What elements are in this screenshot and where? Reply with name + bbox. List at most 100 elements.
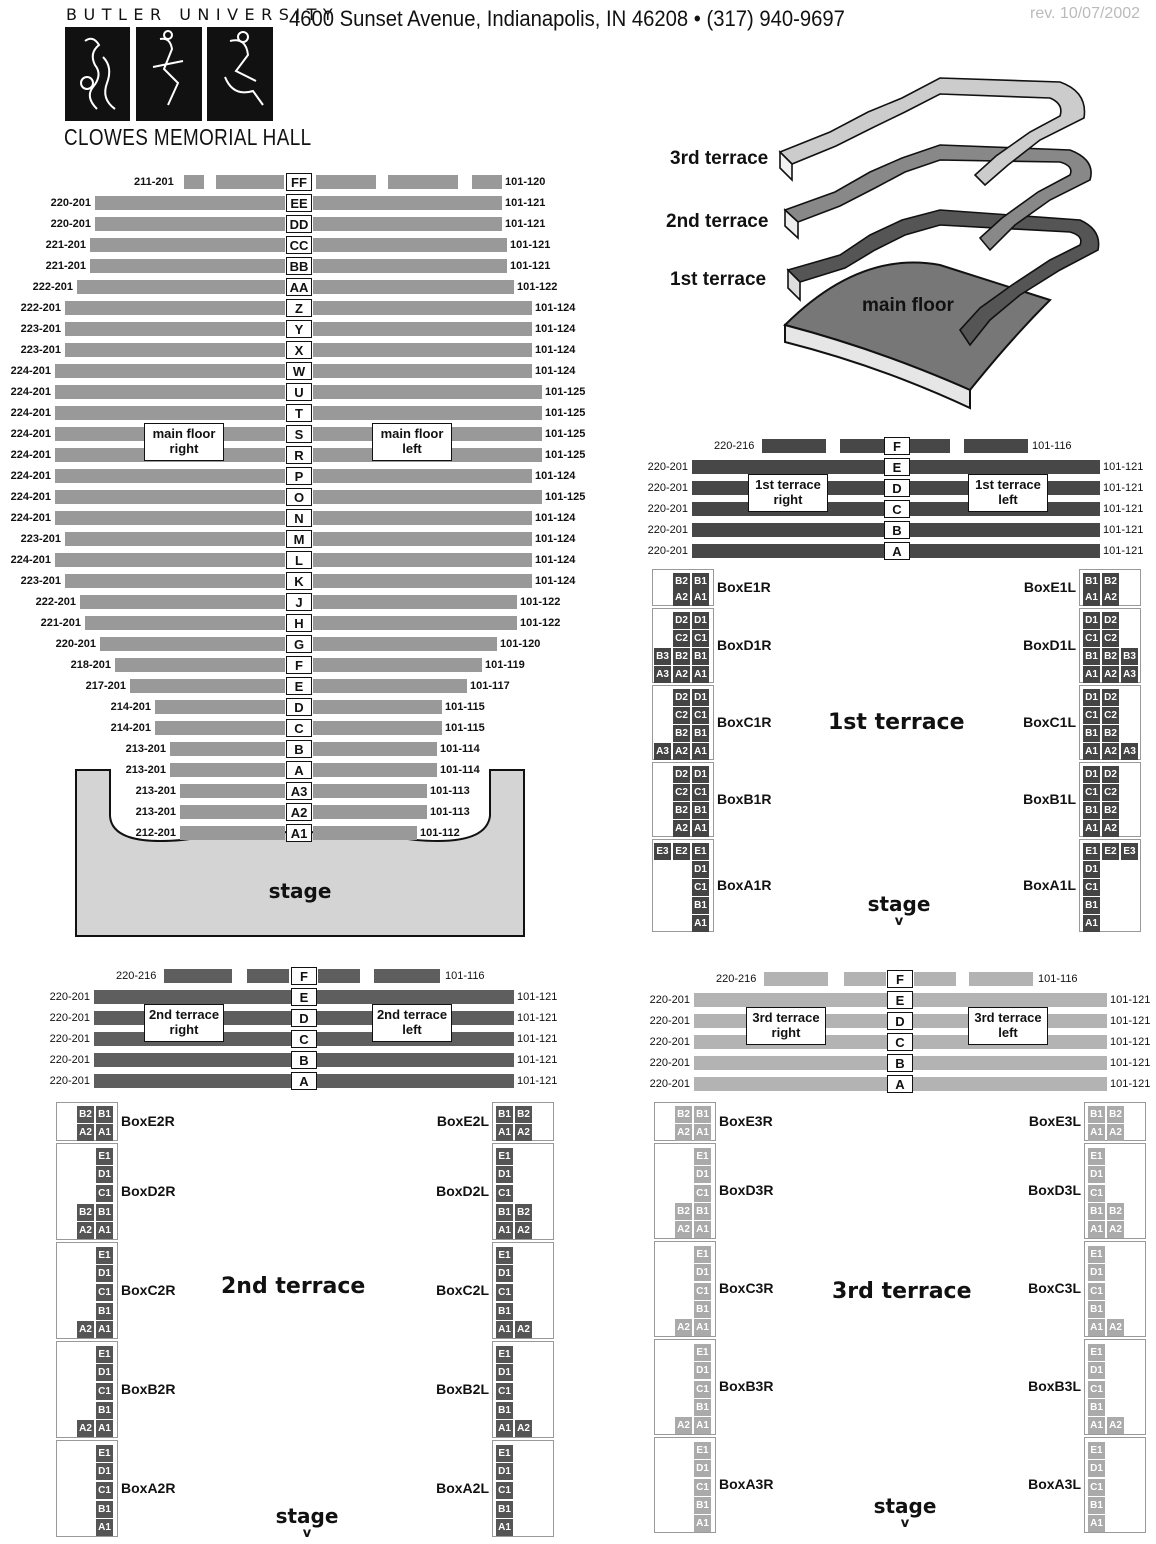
seat-block[interactable] [247,969,289,983]
seat-block-right[interactable] [694,993,887,1007]
seat-block-left[interactable] [313,406,542,420]
box-seat[interactable]: B1 [692,724,709,742]
box-seat[interactable]: D2 [673,766,690,784]
seat-block-left[interactable] [317,990,514,1004]
seat-block-left[interactable] [313,721,442,735]
seat-block-left[interactable] [313,238,507,252]
box-seat[interactable]: D2 [1102,612,1119,630]
box-seat[interactable]: D2 [1102,766,1119,784]
box-seat[interactable]: E1 [1088,1147,1105,1165]
box-seat[interactable]: B3 [654,647,671,665]
seat-block-right[interactable] [55,385,285,399]
box-seat[interactable]: C1 [96,1284,113,1301]
box-seat[interactable]: C2 [673,784,690,802]
box-seat[interactable]: C1 [694,1380,711,1398]
box-seat[interactable]: A1 [1088,1221,1105,1239]
box-seat[interactable]: A1 [692,589,709,607]
seat-block-right[interactable] [170,763,285,777]
box-seat[interactable]: A1 [694,1417,711,1435]
seat-block-left[interactable] [313,679,467,693]
seat-block-left[interactable] [313,574,532,588]
box-seat[interactable]: C1 [692,707,709,725]
box-seat[interactable]: A1 [692,742,709,760]
seat-block-left[interactable] [313,616,517,630]
seat-block-left[interactable] [910,544,1100,558]
seat-block-left[interactable] [910,523,1100,537]
seat-block[interactable] [764,972,828,986]
box-seat[interactable]: B3 [1121,647,1138,665]
seat-block[interactable] [374,969,440,983]
seat-block[interactable] [388,175,458,189]
box-seat[interactable]: E3 [1121,843,1138,861]
box-seat[interactable]: C1 [496,1383,513,1400]
box-seat[interactable]: A1 [96,1222,113,1240]
box-seat[interactable]: B1 [694,1300,711,1318]
box-seat[interactable]: B2 [77,1203,94,1221]
seat-block-right[interactable] [180,805,285,819]
box-seat[interactable]: A1 [496,1123,513,1141]
box-seat[interactable]: D2 [673,612,690,630]
seat-block[interactable] [318,969,360,983]
box-seat[interactable]: D1 [1083,766,1100,784]
seat-block-right[interactable] [155,700,285,714]
seat-block[interactable] [840,439,884,453]
box-seat[interactable]: E1 [1088,1441,1105,1459]
box-seat[interactable]: D1 [1088,1166,1105,1184]
seat-block[interactable] [762,439,826,453]
box-seat[interactable]: B1 [692,896,709,914]
box-seat[interactable]: A3 [1121,665,1138,683]
seat-block-right[interactable] [95,196,285,210]
box-seat[interactable]: A1 [694,1515,711,1533]
box-seat[interactable]: B2 [673,724,690,742]
box-seat[interactable]: E1 [1088,1245,1105,1263]
seat-block-right[interactable] [65,343,285,357]
box-seat[interactable]: C2 [1102,707,1119,725]
box-seat[interactable]: A2 [515,1321,532,1339]
box-seat[interactable]: B1 [694,1202,711,1220]
box-seat[interactable]: A1 [496,1519,513,1537]
seat-block-left[interactable] [317,1074,514,1088]
box-seat[interactable]: C1 [1083,879,1100,896]
box-seat[interactable]: A1 [96,1123,113,1141]
seat-block[interactable] [316,175,376,189]
box-seat[interactable]: B1 [1083,896,1100,914]
box-seat[interactable]: D1 [496,1364,513,1382]
box-seat[interactable]: E1 [96,1246,113,1264]
seat-block-left[interactable] [313,322,532,336]
seat-block-left[interactable] [313,805,427,819]
box-seat[interactable]: A1 [694,1319,711,1337]
box-seat[interactable]: C1 [1083,707,1100,725]
box-seat[interactable]: D1 [496,1166,513,1184]
box-seat[interactable]: B2 [515,1106,532,1124]
box-seat[interactable]: B2 [77,1106,94,1124]
box-seat[interactable]: A2 [1107,1417,1124,1435]
box-seat[interactable]: D1 [1083,612,1100,630]
box-seat[interactable]: C1 [1083,630,1100,648]
box-seat[interactable]: A2 [675,1221,692,1239]
box-seat[interactable]: C1 [96,1185,113,1202]
box-seat[interactable]: D1 [496,1463,513,1481]
seat-block[interactable] [216,175,284,189]
box-seat[interactable]: D1 [1088,1264,1105,1282]
box-seat[interactable]: E1 [694,1441,711,1459]
box-seat[interactable]: A1 [1083,742,1100,760]
box-seat[interactable]: A1 [96,1321,113,1339]
box-seat[interactable]: B1 [496,1203,513,1221]
box-seat[interactable]: A1 [1083,665,1100,683]
seat-block-left[interactable] [313,301,532,315]
box-seat[interactable]: A2 [675,1123,692,1141]
seat-block-right[interactable] [692,544,884,558]
seat-block-right[interactable] [65,532,285,546]
seat-block-right[interactable] [90,259,285,273]
box-seat[interactable]: C1 [694,1478,711,1496]
seat-block-left[interactable] [317,1053,514,1067]
box-seat[interactable]: D1 [96,1364,113,1382]
seat-block-right[interactable] [692,460,884,474]
box-seat[interactable]: D1 [694,1264,711,1282]
box-seat[interactable]: B1 [96,1500,113,1518]
box-seat[interactable]: D1 [1088,1460,1105,1478]
seat-block-right[interactable] [55,490,285,504]
box-seat[interactable]: A2 [673,819,690,837]
box-seat[interactable]: E1 [694,1147,711,1165]
box-seat[interactable]: B1 [692,801,709,819]
